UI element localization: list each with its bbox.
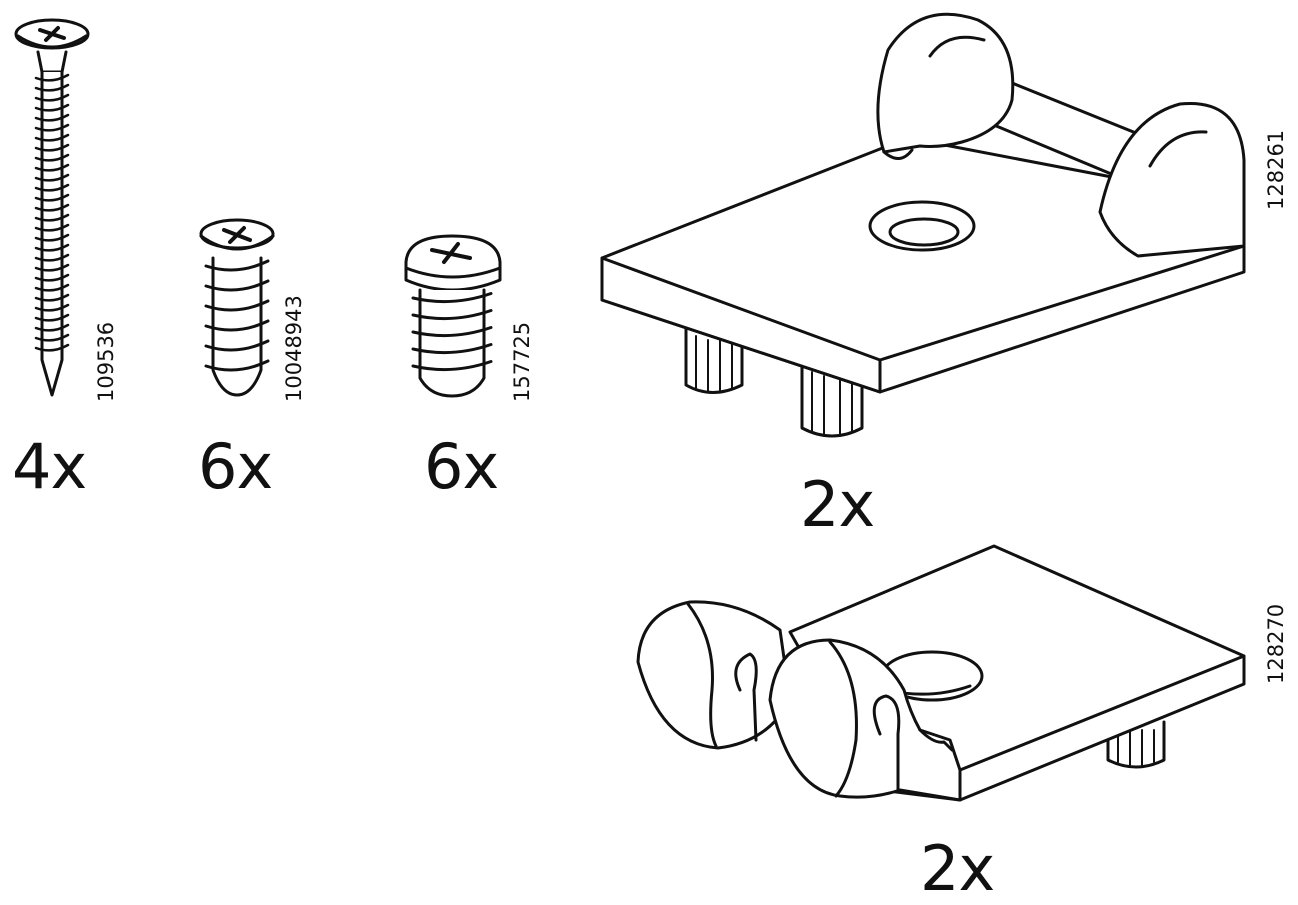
quantity-upper-bracket: 2x	[800, 468, 875, 541]
article-number-long-screw: 109536	[94, 321, 118, 402]
quantity-lower-bracket: 2x	[920, 832, 995, 905]
lower-bracket-drawing	[636, 544, 1246, 802]
long-screw-drawing	[14, 18, 90, 397]
article-number-short-screw: 10048943	[282, 295, 306, 402]
quantity-short-screw: 6x	[198, 430, 273, 503]
quantity-pan-head-screw: 6x	[424, 430, 499, 503]
article-number-pan-head-screw: 157725	[510, 321, 534, 402]
pan-head-screw-drawing	[404, 234, 502, 398]
quantity-long-screw: 4x	[12, 430, 87, 503]
short-screw-drawing	[199, 218, 275, 397]
article-number-lower-bracket: 128270	[1264, 603, 1288, 684]
article-number-upper-bracket: 128261	[1264, 129, 1288, 210]
upper-bracket-drawing	[600, 12, 1246, 438]
